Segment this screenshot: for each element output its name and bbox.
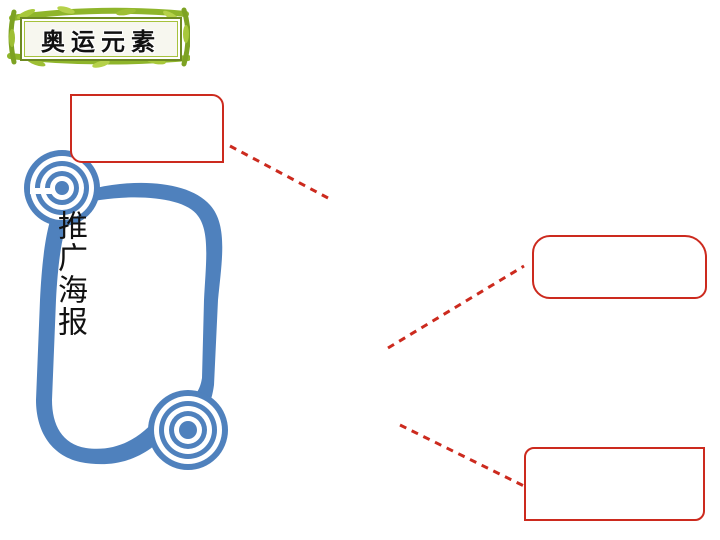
- scroll-label: 推广海报: [52, 210, 87, 338]
- connector-top: [229, 144, 329, 200]
- title-plate: 奥运元素: [20, 17, 182, 61]
- bottom-spiral-icon: [148, 390, 228, 470]
- top-spiral-icon: [24, 150, 100, 226]
- title-text: 奥运元素: [41, 27, 161, 56]
- title-badge: 奥运元素: [6, 4, 190, 68]
- scroll-inner: [52, 197, 207, 449]
- connector-middle: [387, 264, 525, 350]
- box-top[interactable]: [70, 94, 224, 163]
- box-bottom[interactable]: [524, 447, 705, 521]
- box-middle[interactable]: [532, 235, 707, 299]
- connector-bottom: [399, 423, 525, 488]
